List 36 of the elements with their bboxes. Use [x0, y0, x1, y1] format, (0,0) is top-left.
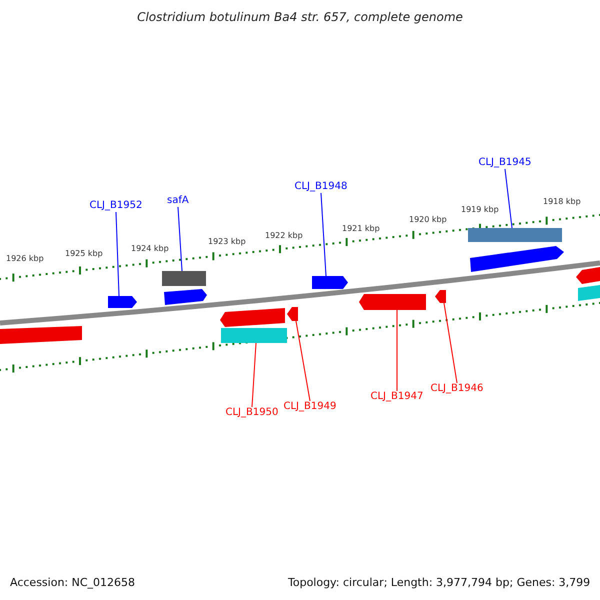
scale-label: 1918 kbp [543, 197, 581, 207]
gene-label: CLJ_B1949 [284, 401, 336, 413]
scale-label: 1926 kbp [6, 254, 44, 264]
map-title: Clostridium botulinum Ba4 str. 657, complete genome [136, 10, 464, 24]
gene-feature [359, 294, 426, 310]
scale-label: 1922 kbp [265, 231, 303, 241]
gene-label: CLJ_B1946 [430, 383, 484, 395]
gene-label: CLJ_B1947 [370, 391, 424, 403]
gene-feature [435, 290, 446, 303]
gene-label: safA [167, 195, 189, 207]
scale-label: 1923 kbp [208, 237, 246, 247]
gene-label: CLJ_B1948 [294, 181, 348, 193]
footer-text: Topology: circular; Length: 3,977,794 bp; Genes: 3,799 [288, 576, 590, 589]
footer-text: Accession: NC_012658 [10, 576, 136, 589]
gene-feature [108, 296, 137, 308]
gene-label: CLJ_B1950 [226, 407, 278, 419]
leader-line [504, 168, 512, 228]
gene-bar [468, 228, 562, 242]
gene-feature [312, 276, 348, 289]
gene-label: CLJ_B1945 [478, 157, 532, 169]
scale-label: 1924 kbp [131, 244, 169, 254]
leader-line [396, 310, 398, 392]
leader-line [320, 192, 326, 276]
gene-bar [162, 271, 206, 286]
leader-line [444, 302, 458, 384]
leader-line [252, 342, 256, 408]
scale-label: 1920 kbp [409, 215, 447, 225]
leader-line [178, 206, 182, 272]
leader-line [116, 212, 120, 296]
scale-label: 1925 kbp [65, 249, 103, 259]
gene-feature [287, 307, 298, 321]
gene-bar [221, 328, 287, 343]
scale-label: 1921 kbp [342, 224, 380, 234]
scale-label: 1919 kbp [461, 205, 499, 215]
leader-line [296, 320, 310, 402]
gene-label: CLJ_B1952 [90, 200, 142, 212]
